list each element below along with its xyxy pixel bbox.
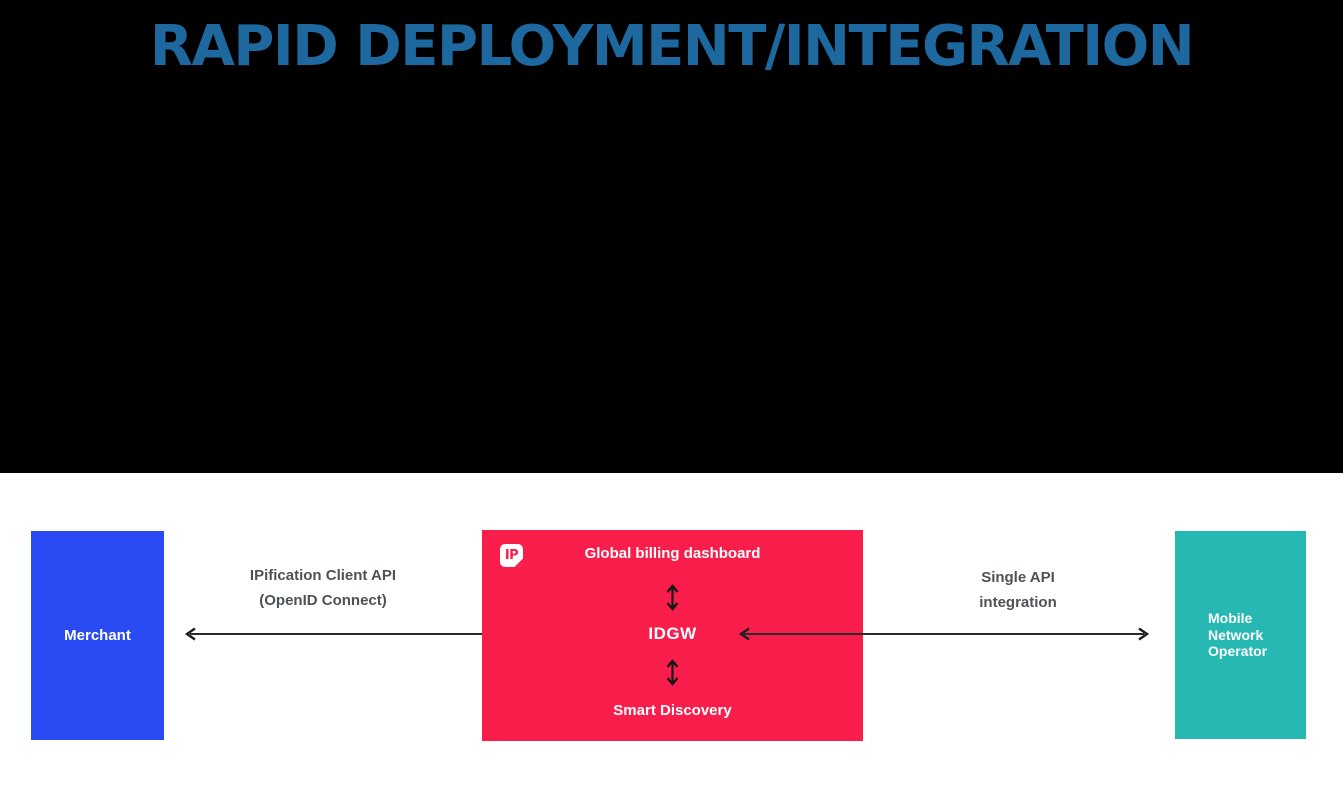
left-link-label: IPification Client API (OpenID Connect) (173, 563, 473, 613)
mno-label-line3: Operator (1208, 643, 1268, 660)
right-link-label-line1: Single API (981, 569, 1055, 586)
mno-node: Mobile Network Operator (1175, 531, 1306, 739)
integration-diagram: Merchant IPification Client API (OpenID … (0, 473, 1343, 800)
global-billing-dashboard-label: Global billing dashboard (584, 545, 761, 562)
idgw-gateway-node: IP Global billing dashboard IDGW Smart D… (482, 530, 863, 741)
merchant-node: Merchant (31, 531, 164, 740)
left-link-label-line1: IPification Client API (249, 567, 397, 584)
left-link-label-line2: (OpenID Connect) (259, 592, 387, 609)
smart-discovery-label: Smart Discovery (613, 702, 732, 719)
slide-title: RAPID DEPLOYMENT/INTEGRATION (149, 14, 1195, 79)
mno-label-line2: Network (1208, 626, 1264, 643)
right-link-label-line2: integration (979, 594, 1057, 611)
ipification-logo-icon: IP (500, 544, 523, 567)
dashboard-idgw-arrow (666, 584, 679, 611)
merchant-label: Merchant (64, 627, 131, 644)
idgw-mno-arrow (738, 627, 1150, 641)
idgw-label: IDGW (648, 624, 697, 643)
mno-label-line1: Mobile (1208, 610, 1253, 627)
right-link-label: Single API integration (868, 565, 1168, 615)
idgw-smart-discovery-arrow (666, 659, 679, 686)
ipification-logo-text: IP (504, 548, 519, 563)
